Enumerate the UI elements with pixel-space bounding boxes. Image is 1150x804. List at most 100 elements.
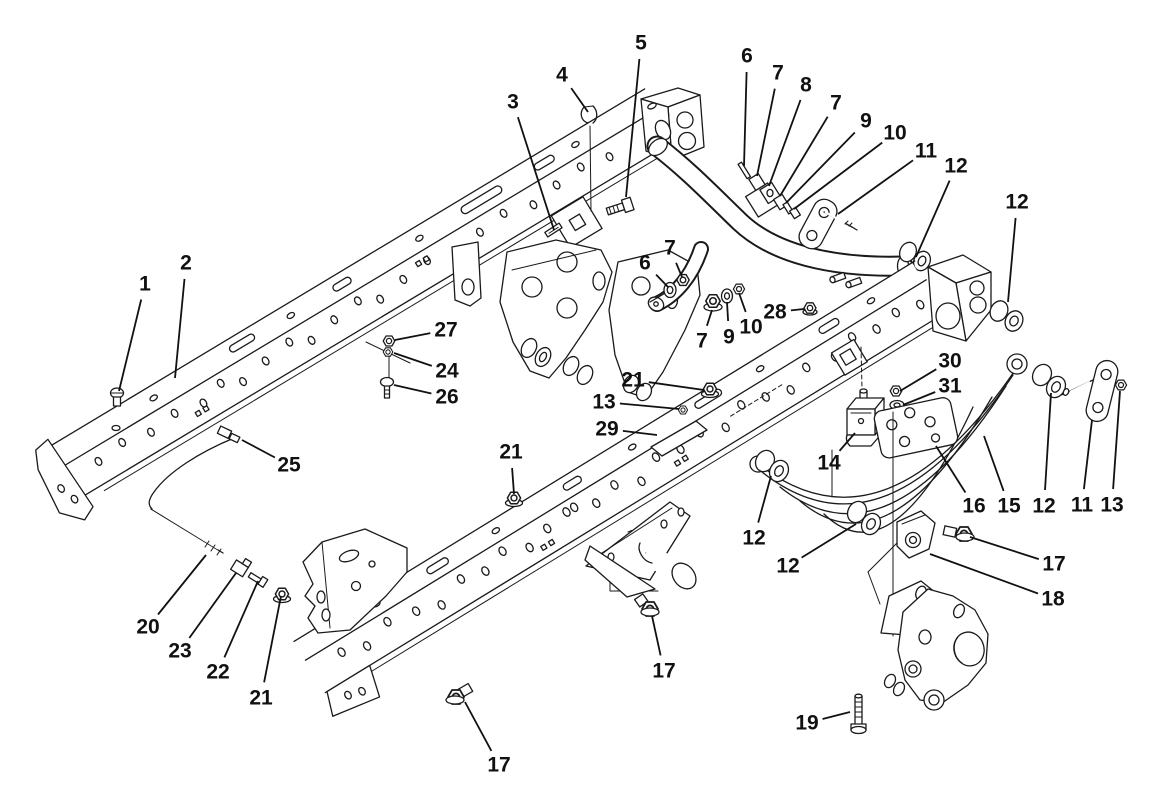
leader-line-12-12 xyxy=(915,180,951,258)
callout-13-35: 13 xyxy=(1100,494,1123,517)
leader-line-21-24 xyxy=(648,381,705,391)
leader-line-12-13 xyxy=(1007,217,1017,303)
callout-4-3: 4 xyxy=(556,64,568,87)
leader-line-18-39 xyxy=(929,553,1039,595)
leader-line-27-20 xyxy=(394,332,431,341)
lower-rail-end-box xyxy=(927,254,992,342)
callout-11-34: 11 xyxy=(1071,494,1094,517)
leader-line-10-18 xyxy=(738,292,747,313)
leader-line-10-10 xyxy=(793,141,883,210)
callout-7-15: 7 xyxy=(664,237,676,260)
callout-6-14: 6 xyxy=(639,252,651,275)
bushing-12-middle xyxy=(846,500,882,536)
callout-6-5: 6 xyxy=(741,45,753,68)
leader-line-12-33 xyxy=(1044,392,1052,491)
callout-25-23: 25 xyxy=(277,454,301,477)
leader-line-13-25 xyxy=(619,402,680,410)
bolt-17b xyxy=(633,593,660,617)
callout-13-25: 13 xyxy=(592,391,615,414)
hanger-bracket-18 xyxy=(896,510,936,559)
leader-line-2-1 xyxy=(174,278,186,379)
leader-line-25-23 xyxy=(241,439,276,459)
callout-16-31: 16 xyxy=(962,495,985,518)
leader-line-26-22 xyxy=(393,384,432,395)
strap-bracket xyxy=(451,241,482,307)
fitting-25 xyxy=(216,425,241,444)
callout-23-44: 23 xyxy=(168,640,191,663)
callout-12-13: 12 xyxy=(1005,191,1028,214)
leaf-spring-assembly xyxy=(749,300,1128,637)
callout-11-11: 11 xyxy=(915,140,938,163)
nut-13b xyxy=(1114,379,1128,391)
callout-17-42: 17 xyxy=(487,754,510,777)
leader-line-7-16 xyxy=(706,309,713,327)
leader-line-17-41 xyxy=(651,615,662,656)
callout-2-1: 2 xyxy=(180,252,192,275)
callout-30-29: 30 xyxy=(938,350,961,373)
bushing-12-hanger xyxy=(989,300,1024,332)
leader-line-1-0 xyxy=(118,299,143,392)
leader-line-3-2 xyxy=(517,116,555,231)
callout-19-40: 19 xyxy=(795,712,818,735)
leader-line-12-36 xyxy=(757,475,772,523)
nut-7 xyxy=(676,273,690,287)
leader-line-21-46 xyxy=(263,595,282,683)
leader-line-7-6 xyxy=(756,88,776,177)
callout-21-24: 21 xyxy=(621,369,645,392)
bolt-26 xyxy=(379,376,395,399)
callout-31-30: 31 xyxy=(938,375,962,398)
leader-line-17-38 xyxy=(969,536,1040,560)
clip-4 xyxy=(580,105,598,212)
bracket-hardware xyxy=(365,335,411,399)
callout-28-19: 28 xyxy=(763,301,787,324)
callout-12-33: 12 xyxy=(1032,495,1055,518)
callout-14-28: 14 xyxy=(817,452,841,475)
leader-line-8-7 xyxy=(768,99,802,187)
bushing-lower xyxy=(883,673,906,697)
brake-line-group xyxy=(148,425,292,604)
bolt-22 xyxy=(247,572,269,588)
upper-frame-rail xyxy=(35,87,705,521)
leader-line-31-30 xyxy=(902,391,936,406)
leader-line-20-43 xyxy=(157,554,207,616)
callout-12-12: 12 xyxy=(944,155,967,178)
leader-line-16-31 xyxy=(935,445,967,493)
callout-7-8: 7 xyxy=(830,92,842,115)
leader-line-30-29 xyxy=(899,368,937,392)
callout-7-6: 7 xyxy=(772,62,784,85)
callout-15-32: 15 xyxy=(997,495,1021,518)
callout-17-38: 17 xyxy=(1042,553,1065,576)
leader-line-7-8 xyxy=(779,116,829,197)
callout-10-10: 10 xyxy=(883,122,906,145)
callout-24-21: 24 xyxy=(435,360,459,383)
leader-line-11-34 xyxy=(1083,419,1093,490)
bolt-1 xyxy=(109,387,125,432)
crossmember-end xyxy=(302,528,408,634)
leader-line-9-17 xyxy=(726,301,729,322)
callout-3-2: 3 xyxy=(507,91,519,114)
nut-13a xyxy=(677,405,689,415)
callout-9-9: 9 xyxy=(860,110,872,133)
callout-27-20: 27 xyxy=(434,319,457,342)
callout-8-7: 8 xyxy=(800,74,812,97)
leader-line-4-3 xyxy=(570,87,589,113)
triangle-crossmember xyxy=(584,501,697,617)
leader-line-14-28 xyxy=(838,432,856,452)
leader-line-15-32 xyxy=(983,435,1005,492)
callout-7-16: 7 xyxy=(696,330,708,353)
leader-line-19-40 xyxy=(822,711,851,720)
callout-20-43: 20 xyxy=(136,616,159,639)
callout-18-39: 18 xyxy=(1041,588,1065,611)
shackle-11 xyxy=(1085,359,1119,423)
bushing-12-front xyxy=(754,449,790,483)
mount-bracket xyxy=(550,196,603,249)
bolt-17a xyxy=(942,525,975,542)
end-link-plate xyxy=(798,198,838,250)
sway-bar-assembly xyxy=(608,135,932,402)
leader-line-22-45 xyxy=(223,580,259,658)
mount-plate-14 xyxy=(830,338,868,376)
callout-21-27: 21 xyxy=(499,441,523,464)
leader-line-17-42 xyxy=(464,701,493,752)
